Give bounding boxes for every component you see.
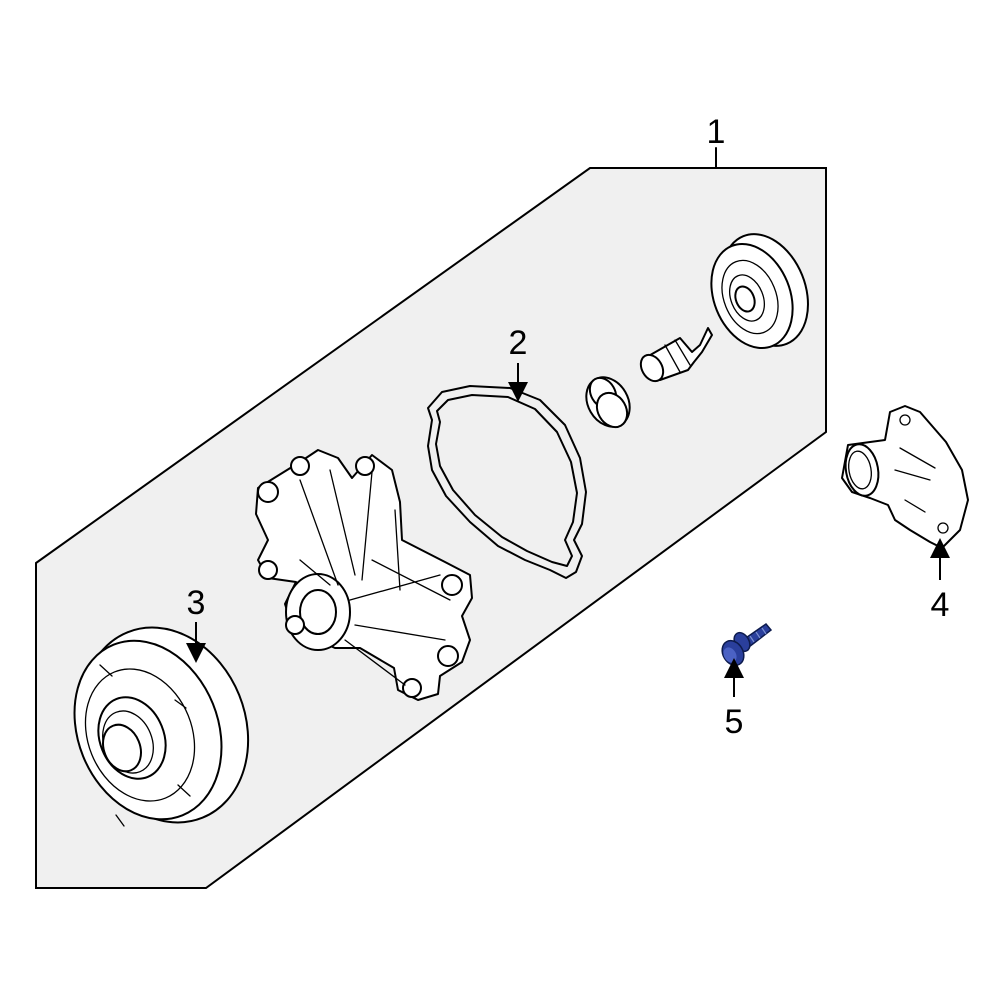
pump-seal[interactable] — [578, 369, 639, 434]
callout-3: 3 — [187, 584, 206, 622]
callout-2: 2 — [509, 324, 528, 362]
impeller[interactable] — [697, 221, 824, 360]
bolt[interactable] — [718, 622, 773, 669]
pump-shaft[interactable] — [636, 327, 713, 385]
callout-4: 4 — [931, 586, 950, 624]
pulley-hub[interactable] — [49, 602, 277, 847]
water-pump-housing[interactable] — [255, 449, 473, 701]
callout-1: 1 — [707, 113, 726, 151]
callout-5: 5 — [725, 703, 744, 741]
thermostat-housing[interactable] — [841, 405, 969, 549]
gasket[interactable] — [427, 385, 587, 579]
